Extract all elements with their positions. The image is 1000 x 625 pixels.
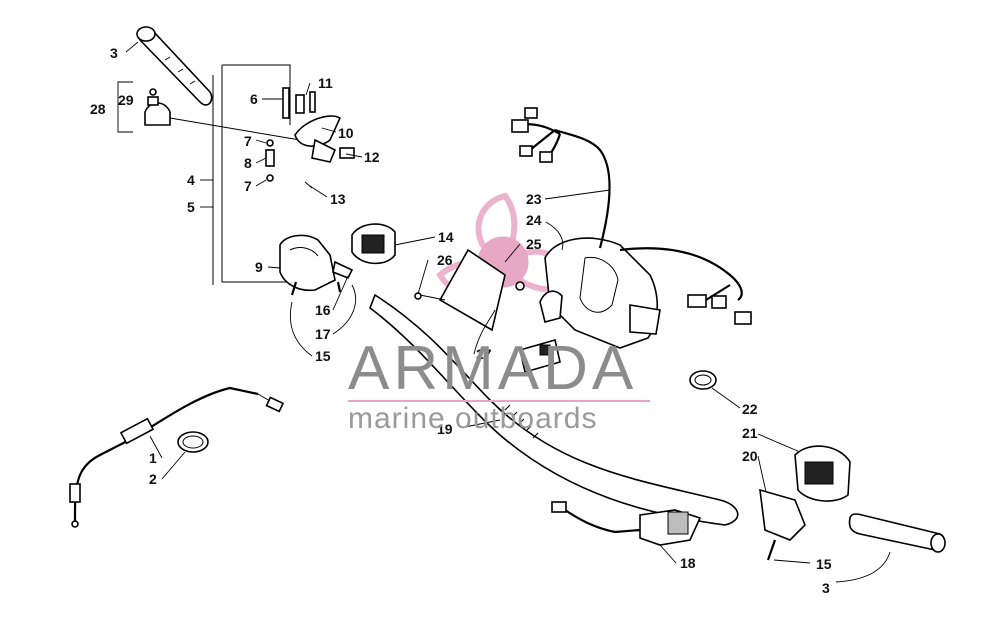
- right-switch: [759, 445, 851, 561]
- callout-labels: 3 28 29 6 11 10 7 8 7 12 13 4 5 9 14 16 …: [90, 45, 832, 596]
- callout-18: 18: [680, 555, 696, 571]
- callout-16: 16: [315, 302, 331, 318]
- left-grip: [136, 26, 213, 106]
- callout-15: 15: [315, 348, 331, 364]
- callout-9: 9: [255, 259, 263, 275]
- watermark-tagline: marine outboards: [348, 402, 597, 435]
- watermark-brand: ARMADA: [348, 334, 637, 403]
- callout-29: 29: [118, 92, 134, 108]
- callout-5: 5: [187, 199, 195, 215]
- watermark: ARMADA marine outboards: [348, 334, 650, 435]
- callout-21: 21: [742, 425, 758, 441]
- callout-7: 7: [244, 178, 252, 194]
- control-housing: [515, 237, 661, 374]
- wiring-harness: [511, 107, 752, 325]
- callout-7: 7: [244, 133, 252, 149]
- callout-2: 2: [149, 471, 157, 487]
- callout-22: 22: [742, 401, 758, 417]
- callout-23: 23: [526, 191, 542, 207]
- clamp-bracket: [117, 81, 301, 141]
- throttle-housing: [279, 234, 354, 296]
- callout-19: 19: [437, 421, 453, 437]
- right-grip: [848, 513, 946, 553]
- callout-1: 1: [149, 450, 157, 466]
- callout-3: 3: [822, 580, 830, 596]
- heater-element: [414, 248, 506, 332]
- callout-24: 24: [526, 212, 542, 228]
- callout-25: 25: [526, 236, 542, 252]
- callout-8: 8: [244, 155, 252, 171]
- callout-4: 4: [187, 172, 195, 188]
- callout-13: 13: [330, 191, 346, 207]
- callout-17: 17: [315, 326, 331, 342]
- ring-22: [689, 370, 717, 390]
- callout-27: 27: [476, 346, 492, 362]
- callout-15: 15: [816, 556, 832, 572]
- callout-28: 28: [90, 101, 106, 117]
- callout-26: 26: [437, 252, 453, 268]
- callout-10: 10: [338, 125, 354, 141]
- switch-14: [351, 223, 396, 265]
- throttle-cable: [69, 386, 285, 528]
- callout-20: 20: [742, 448, 758, 464]
- lever-assembly: [265, 87, 355, 189]
- callout-6: 6: [250, 91, 258, 107]
- leader-lines: [125, 41, 891, 583]
- callout-11: 11: [318, 75, 333, 91]
- callout-3: 3: [110, 45, 118, 61]
- callout-14: 14: [438, 229, 454, 245]
- callout-12: 12: [364, 149, 380, 165]
- cable-ring: [177, 431, 209, 453]
- connector-18: [551, 501, 702, 546]
- handlebar-tube: [369, 293, 739, 526]
